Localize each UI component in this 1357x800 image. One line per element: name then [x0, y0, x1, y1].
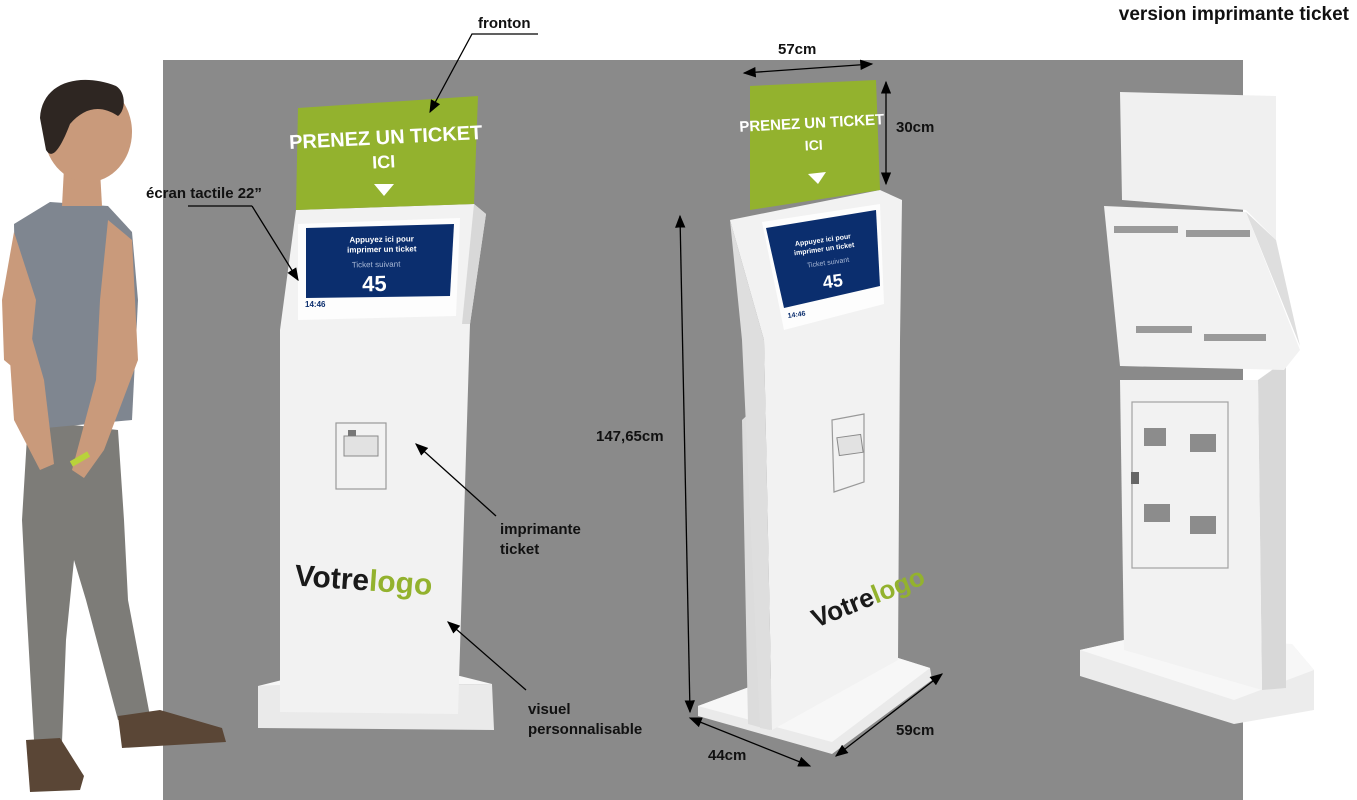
pediment-sign — [296, 96, 478, 210]
sign-text-line2: ICI — [372, 151, 396, 172]
dimension-base-width: 59cm — [896, 722, 935, 739]
back-access-door — [1131, 401, 1229, 569]
dimension-width: 57cm — [778, 41, 817, 58]
screen-clock: 14:46 — [305, 300, 326, 309]
callout-visual-line1: visuel — [528, 701, 571, 718]
screen-next-label: Ticket suivant — [352, 260, 402, 270]
screen-next-number-side: 45 — [821, 270, 844, 293]
callout-visual-line2: personnalisable — [528, 721, 643, 738]
callout-pediment: fronton — [478, 15, 531, 32]
ticket-printer-module-side — [831, 413, 865, 493]
logo-part1: Votre — [294, 559, 371, 597]
touchscreen-display — [306, 224, 454, 298]
screen-prompt-line1: Appuyez ici pour — [349, 234, 414, 244]
callout-touchscreen: écran tactile 22” — [146, 185, 262, 202]
dimension-base-depth: 44cm — [708, 747, 747, 764]
callout-printer-line2: ticket — [500, 541, 540, 558]
logo-part2: logo — [368, 565, 433, 602]
sign-text-line2-side: ICI — [804, 137, 823, 154]
callout-printer-line1: imprimante — [500, 521, 581, 538]
dimension-arrows — [675, 59, 944, 767]
dimension-total-height: 147,65cm — [596, 428, 664, 445]
person-figure — [2, 79, 226, 792]
kiosk-back — [1080, 92, 1314, 724]
pediment-sign-side — [750, 80, 880, 210]
ticket-printer-module — [335, 422, 387, 490]
callout-leader-lines — [188, 33, 538, 691]
page-title: version imprimante ticket — [1118, 4, 1349, 25]
screen-prompt-line2: imprimer un ticket — [347, 244, 417, 254]
kiosk-side — [698, 80, 932, 754]
screen-clock-side: 14:46 — [787, 311, 806, 320]
kiosk-front — [258, 96, 494, 730]
logo-front: Votrelogo — [294, 559, 434, 602]
screen-next-number: 45 — [362, 271, 387, 296]
dimension-pediment-height: 30cm — [896, 119, 935, 136]
touchscreen-display-side — [766, 210, 880, 308]
